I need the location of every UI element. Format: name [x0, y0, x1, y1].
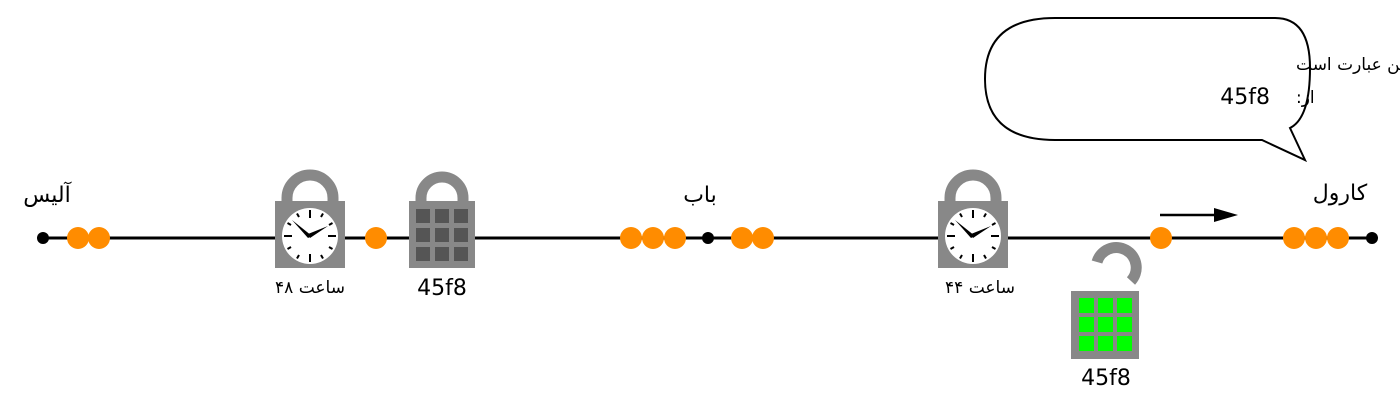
coin: [731, 227, 753, 249]
coin: [1305, 227, 1327, 249]
coins: [67, 227, 1349, 249]
coin: [365, 227, 387, 249]
coin: [67, 227, 89, 249]
coin: [664, 227, 686, 249]
coin: [752, 227, 774, 249]
coin: [88, 227, 110, 249]
coin: [1283, 227, 1305, 249]
speech-bubble-prefix: از:: [1296, 88, 1315, 108]
coin: [1327, 227, 1349, 249]
speech-bubble-shape: [983, 17, 1312, 163]
bob-node-dot: [702, 232, 714, 244]
speech-bubble-line1: حاصل هش پسورد من عبارت است: [1296, 55, 1400, 75]
bob-label: باب: [683, 183, 717, 208]
speech-bubble-hash: 45f8: [1220, 85, 1270, 110]
carol-node-dot: [1366, 232, 1378, 244]
time-lock-right: ۴۴ ساعت: [938, 169, 1015, 298]
coin: [620, 227, 642, 249]
time-lock-left-label: ۴۸ ساعت: [275, 278, 345, 298]
clock-icon: [282, 208, 338, 264]
hash-lock-open: 45f8: [1071, 242, 1142, 391]
lock-shackle: [415, 171, 469, 203]
hash-grid-icon: [416, 209, 468, 261]
lock-shackle: [944, 169, 1002, 203]
alice-node-dot: [37, 232, 49, 244]
speech-bubble: حاصل هش پسورد من عبارت است از: 45f8: [983, 17, 1400, 163]
time-lock-right-label: ۴۴ ساعت: [945, 278, 1015, 298]
alice-label: آلیس: [23, 181, 71, 208]
coin: [642, 227, 664, 249]
coin: [1150, 227, 1172, 249]
time-lock-left: ۴۸ ساعت: [275, 169, 345, 298]
direction-arrow-icon: [1160, 208, 1238, 222]
hash-lock-left-label: 45f8: [417, 276, 467, 301]
hash-lock-left: 45f8: [409, 171, 475, 301]
lock-shackle: [281, 169, 339, 203]
open-lock-shackle: [1091, 242, 1142, 285]
clock-icon: [945, 208, 1001, 264]
hash-grid-icon: [1079, 298, 1132, 351]
carol-label: کارول: [1313, 181, 1368, 206]
hash-lock-open-label: 45f8: [1081, 366, 1131, 391]
